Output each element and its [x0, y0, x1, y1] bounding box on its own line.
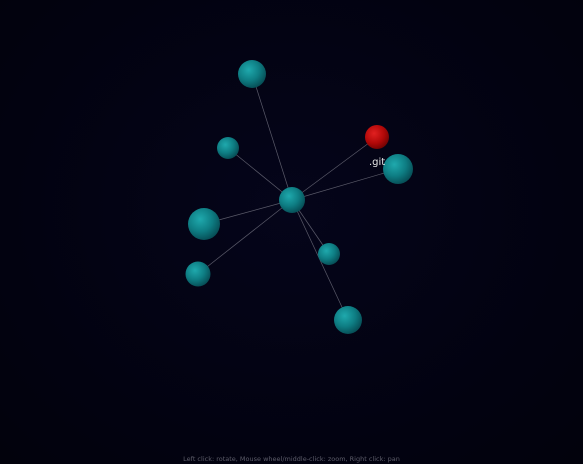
- nodes[interactable]: [185, 60, 414, 334]
- graph-node-selected[interactable]: [365, 125, 389, 149]
- graph-node[interactable]: [185, 261, 211, 287]
- node-label: .git: [369, 157, 386, 168]
- graph-node[interactable]: [334, 306, 362, 334]
- graph-node[interactable]: [188, 208, 220, 240]
- graph-node[interactable]: [217, 137, 239, 159]
- graph-node[interactable]: [238, 60, 266, 88]
- graph-node[interactable]: [318, 243, 340, 265]
- controls-hint: Left click: rotate, Mouse wheel/middle-c…: [183, 455, 400, 463]
- edge: [251, 73, 293, 201]
- edge: [291, 136, 378, 201]
- edge: [197, 199, 293, 275]
- graph-node-root[interactable]: [279, 187, 305, 213]
- edge: [227, 147, 293, 201]
- graph-node-git[interactable]: [383, 154, 413, 184]
- edge: [291, 168, 399, 201]
